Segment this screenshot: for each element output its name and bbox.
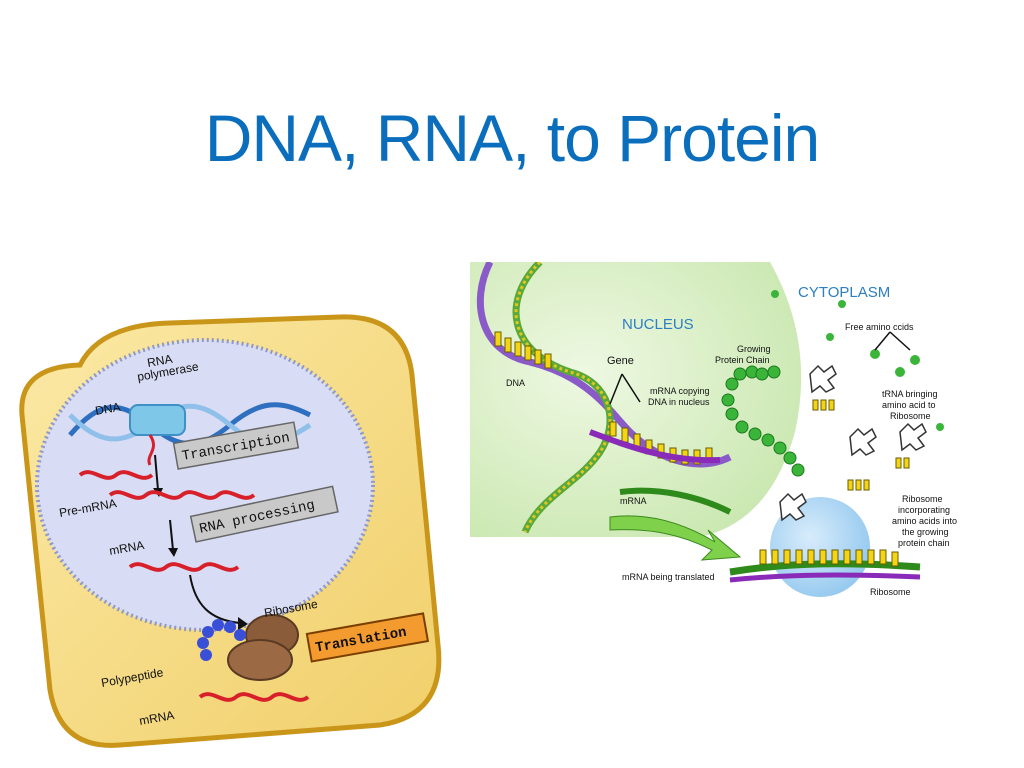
arrow-icon bbox=[154, 454, 159, 491]
nucleus-region bbox=[470, 262, 802, 537]
slide-title: DNA, RNA, to Protein bbox=[204, 101, 821, 175]
label-ribosome-right: Ribosome bbox=[870, 587, 911, 597]
label-trna-3: Ribosome bbox=[890, 411, 931, 421]
label-mrna-right: mRNA bbox=[620, 496, 647, 506]
nucleus bbox=[35, 338, 375, 632]
label-free-amino: Free amino ccids bbox=[845, 322, 914, 332]
label-dna-in-nucleus: DNA in nucleus bbox=[648, 397, 710, 407]
label-trna-2: amino acid to bbox=[882, 400, 936, 410]
step-translation: Translation bbox=[305, 612, 430, 663]
label-gene: Gene bbox=[607, 355, 634, 367]
label-ribo-inc-2: incorporating bbox=[898, 505, 950, 515]
label-ribo-inc-1: Ribosome bbox=[902, 494, 943, 504]
label-ribo-inc-5: protein chain bbox=[898, 538, 950, 548]
label-ribo-inc-3: amino acids into bbox=[892, 516, 957, 526]
label-protein-chain: Protein Chain bbox=[715, 355, 770, 365]
polypeptide-chain bbox=[197, 619, 246, 661]
label-growing: Growing bbox=[737, 344, 771, 354]
label-trna-1: tRNA bringing bbox=[882, 389, 938, 399]
rna-polymerase-icon bbox=[129, 404, 186, 436]
cell-diagram: RNA polymerase DNA Transcription Pre-mRN… bbox=[19, 314, 442, 748]
translation-diagram: CYTOPLASM NUCLEUS Gene DNA Growing Prote… bbox=[470, 262, 957, 597]
label-dna: DNA bbox=[94, 400, 121, 418]
label-rna: RNA bbox=[146, 352, 173, 370]
ribosome-icon bbox=[227, 614, 299, 681]
label-nucleus: NUCLEUS bbox=[622, 316, 694, 333]
ribosome-sphere bbox=[770, 497, 870, 597]
amino-acid-chain bbox=[721, 365, 805, 477]
transport-arrow-icon bbox=[609, 515, 742, 561]
trna-icon bbox=[779, 364, 927, 522]
label-mrna-copying: mRNA copying bbox=[650, 386, 710, 396]
mrna-strand bbox=[128, 562, 240, 572]
pre-mrna-strand bbox=[108, 490, 256, 500]
free-amino-acids bbox=[771, 290, 944, 431]
label-mrna-translated: mRNA being translated bbox=[622, 572, 715, 582]
label-dna-right: DNA bbox=[506, 378, 525, 388]
label-mrna-bottom: mRNA bbox=[138, 708, 175, 728]
label-cytoplasm: CYTOPLASM bbox=[798, 284, 890, 301]
label-mrna: mRNA bbox=[108, 538, 145, 558]
label-ribo-inc-4: the growing bbox=[902, 527, 949, 537]
